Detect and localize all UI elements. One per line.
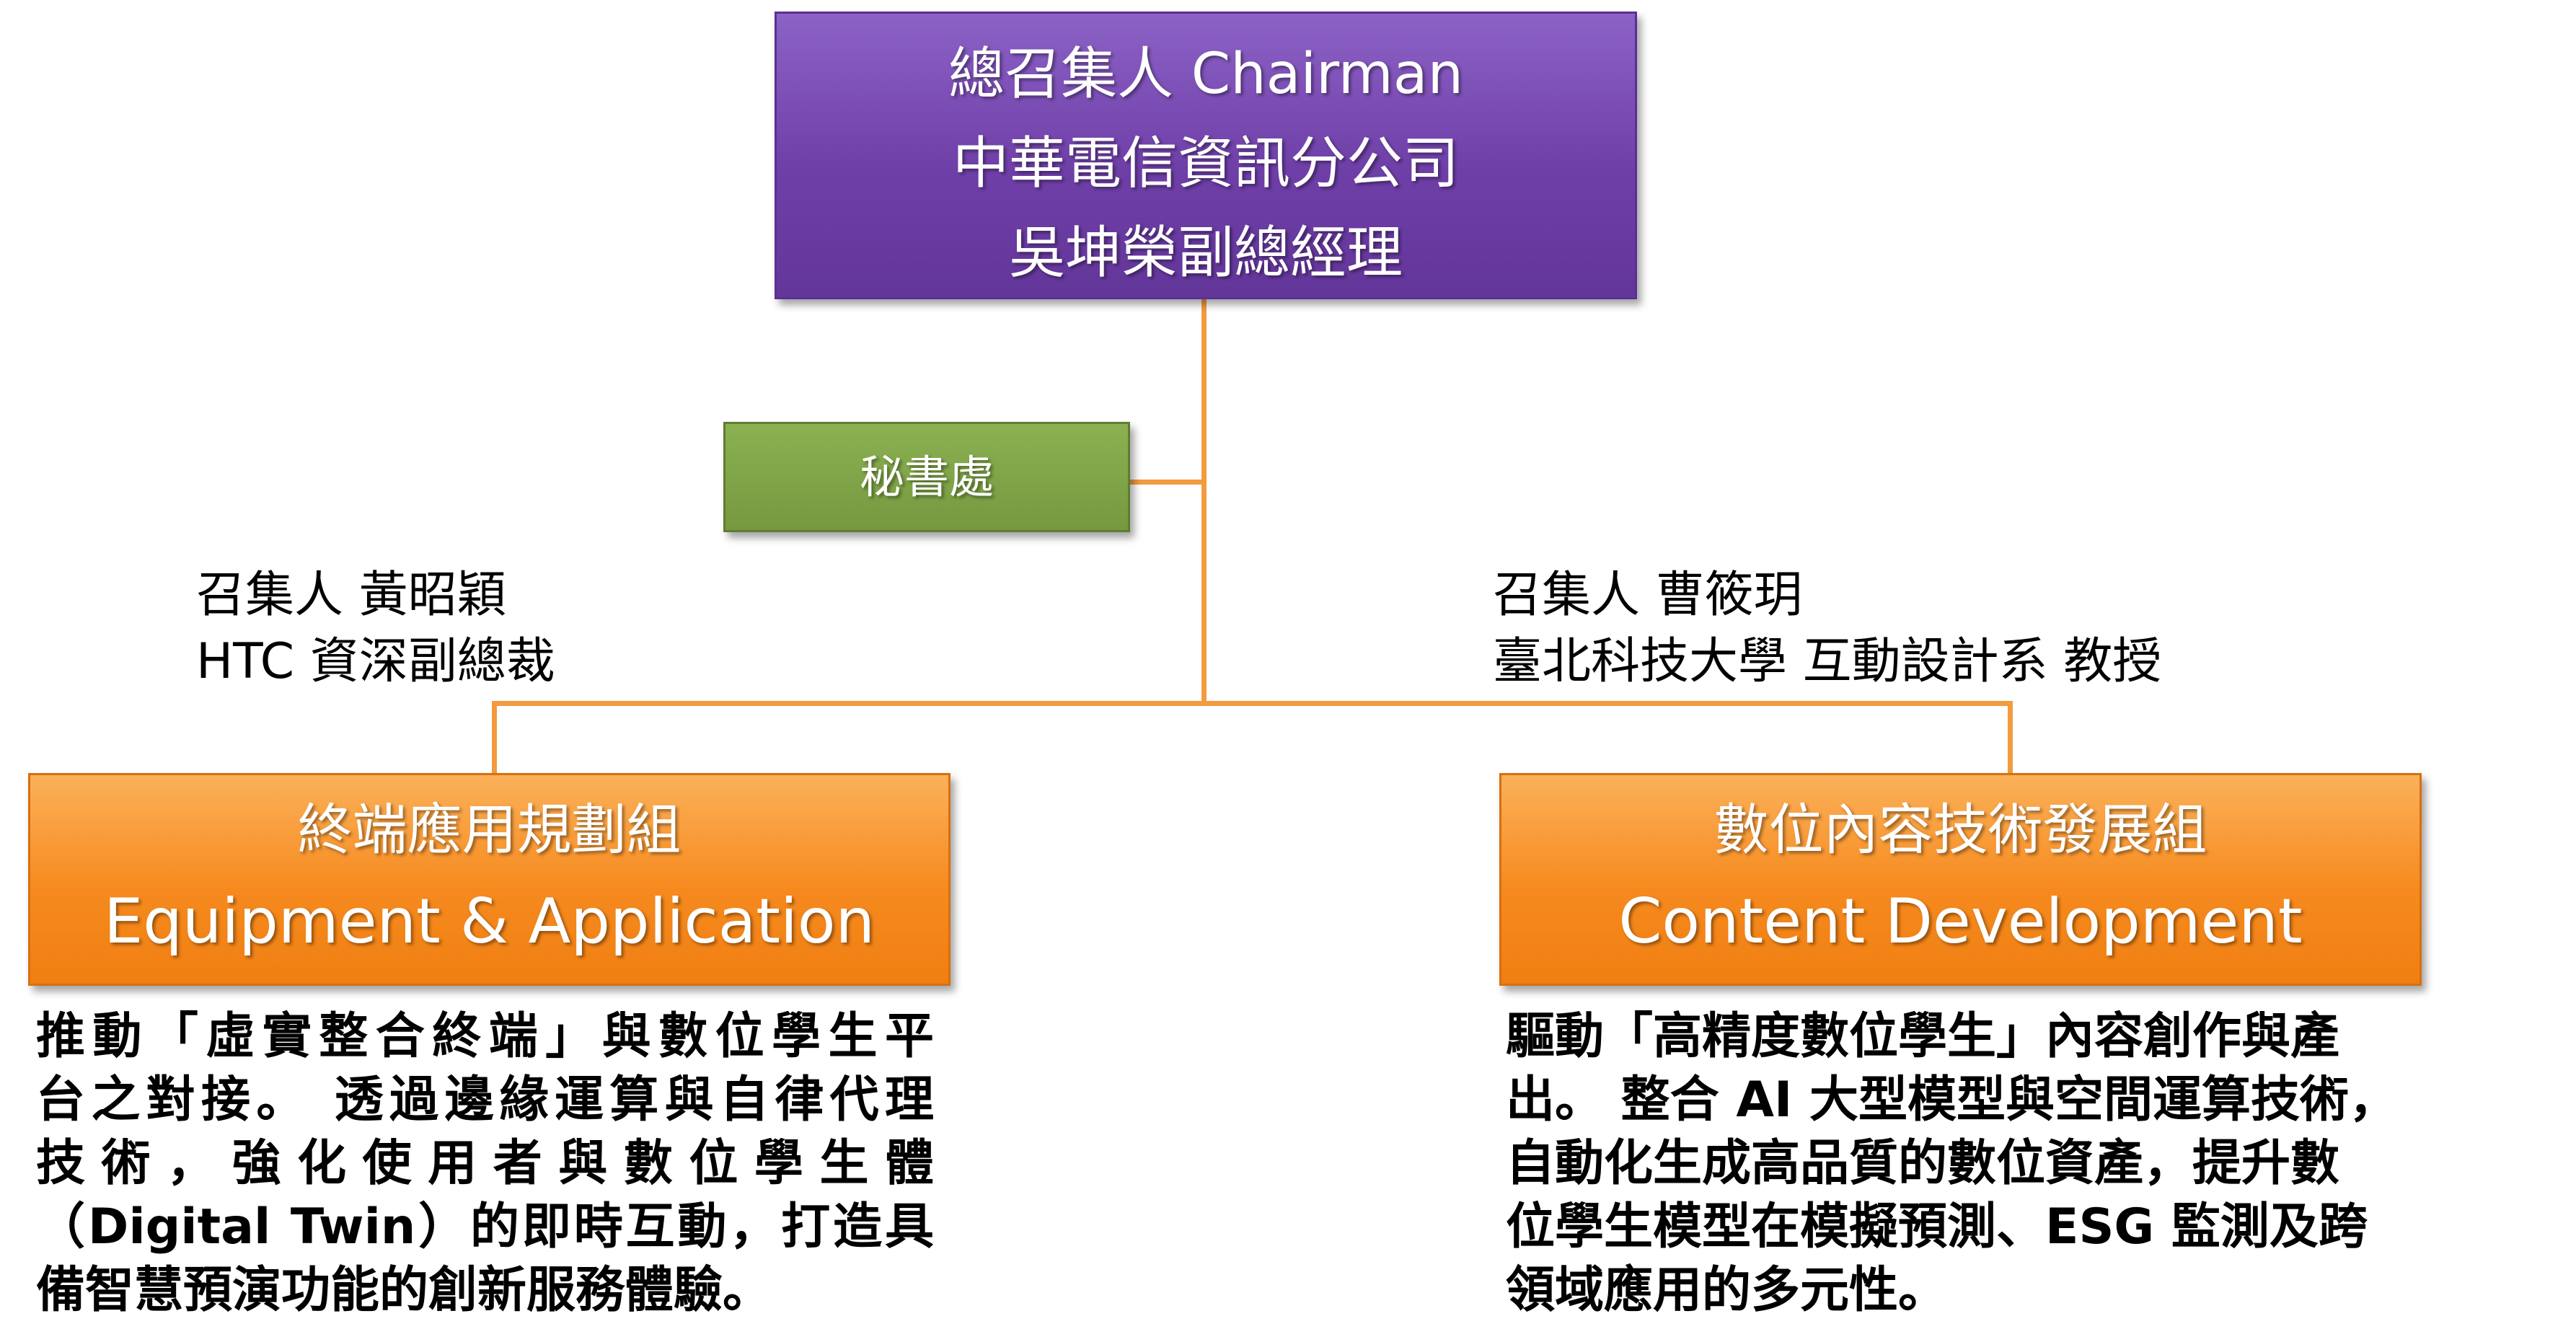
left-desc-line: 技術，強化使用者與數位學生體 — [36, 1135, 934, 1192]
right-desc-line: 驅動「高精度數位學生」內容創作與產 — [1506, 1008, 2340, 1065]
left-desc-line: 推動「虛實整合終端」與數位學生平 — [36, 1008, 934, 1065]
chairman-org: 中華電信資訊分公司 — [952, 131, 1459, 196]
right-desc-line: 自動化生成高品質的數位資產，提升數 — [1506, 1135, 2340, 1192]
connector-right-drop — [2008, 701, 2013, 773]
left-convener-name: 召集人 黃昭穎 — [196, 567, 506, 624]
connector-left-drop — [492, 701, 497, 773]
right-group-title-zh: 數位內容技術發展組 — [1713, 798, 2207, 862]
connector-secretariat — [1130, 480, 1204, 485]
chairman-name: 吳坤榮副總經理 — [1008, 221, 1403, 286]
left-convener-title: HTC 資深副總裁 — [196, 633, 555, 690]
left-group-description: 推動「虛實整合終端」與數位學生平 台之對接。 透過邊緣運算與自律代理 技術，強化… — [36, 1005, 934, 1323]
connector-horizontal — [492, 701, 2012, 706]
right-convener: 召集人 曹筱玥 臺北科技大學 互動設計系 教授 — [1493, 562, 2161, 695]
left-desc-line: （Digital Twin）的即時互動，打造具 — [36, 1198, 934, 1255]
left-desc-line: 台之對接。 透過邊緣運算與自律代理 — [36, 1072, 934, 1129]
left-convener: 召集人 黃昭穎 HTC 資深副總裁 — [196, 562, 555, 695]
chairman-box: 總召集人 Chairman 中華電信資訊分公司 吳坤榮副總經理 — [775, 12, 1637, 299]
right-group-box: 數位內容技術發展組 Content Development — [1499, 773, 2422, 986]
connector-chair-vertical — [1201, 299, 1207, 705]
secretariat-label: 秘書處 — [859, 451, 994, 503]
left-group-box: 終端應用規劃組 Equipment & Application — [28, 773, 950, 986]
left-desc-line: 備智慧預演功能的創新服務體驗。 — [36, 1262, 772, 1319]
right-group-description: 驅動「高精度數位學生」內容創作與產 出。 整合 AI 大型模型與空間運算技術， … — [1506, 1005, 2429, 1323]
right-convener-title: 臺北科技大學 互動設計系 教授 — [1493, 633, 2162, 690]
chairman-title: 總召集人 Chairman — [948, 42, 1464, 107]
left-group-title-zh: 終端應用規劃組 — [297, 798, 682, 862]
right-desc-line: 位學生模型在模擬預測、ESG 監測及跨 — [1506, 1198, 2368, 1255]
right-convener-name: 召集人 曹筱玥 — [1493, 567, 1803, 624]
left-group-title-en: Equipment & Application — [103, 886, 875, 958]
right-group-title-en: Content Development — [1618, 886, 2303, 958]
secretariat-box: 秘書處 — [723, 422, 1130, 532]
right-desc-line: 出。 整合 AI 大型模型與空間運算技術， — [1506, 1072, 2398, 1129]
right-desc-line: 領域應用的多元性。 — [1506, 1262, 1948, 1319]
